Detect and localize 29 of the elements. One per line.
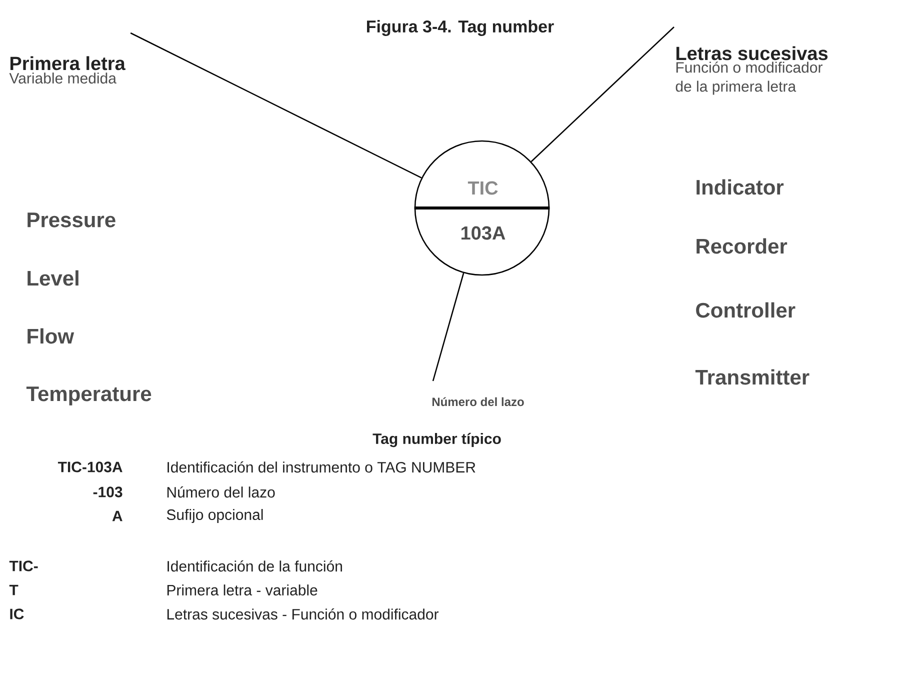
variable-word: Temperature — [26, 386, 152, 406]
callout-text: Número del lazo — [432, 397, 524, 406]
variable-word: Pressure — [28, 212, 116, 228]
code-cell: A — [112, 510, 122, 522]
variable-word: Controller — [696, 302, 796, 318]
variable-word: Level — [28, 270, 78, 286]
leader-line — [432, 272, 464, 382]
leader-line — [130, 32, 422, 178]
description-cell: Sufijo opcional — [166, 509, 263, 523]
variable-word: Transmitter — [695, 369, 810, 385]
code-cell: TIC-103A — [58, 462, 122, 472]
instrument-bubble: TIC 103A — [414, 140, 550, 276]
description-cell: Letras sucesivas - Función o modificador — [167, 608, 439, 620]
code-cell: T — [9, 584, 18, 596]
code-cell: IC — [10, 608, 24, 620]
description-cell: Identificación del instrumento o TAG NUMBER — [168, 461, 476, 473]
description-cell: Número del lazo — [167, 486, 275, 498]
description-cell: Identificación de la función — [168, 560, 342, 572]
description-cell: Primera letra - variable — [167, 584, 318, 596]
figure-title: Figura 3-4. Tag number — [367, 20, 554, 36]
leader-line — [530, 26, 674, 162]
variable-word: Indicator — [696, 179, 784, 195]
table-heading: Tag number típico — [372, 432, 501, 448]
variable-word: Recorder — [696, 238, 788, 254]
code-cell: TIC- — [9, 560, 38, 572]
code-cell: -103 — [93, 486, 122, 498]
callout-text: Primera letra Variable medida — [9, 56, 126, 84]
variable-word: Flow — [28, 328, 74, 344]
callout-text: Letras sucesivas Función o modificador de la primera letra — [676, 46, 828, 95]
